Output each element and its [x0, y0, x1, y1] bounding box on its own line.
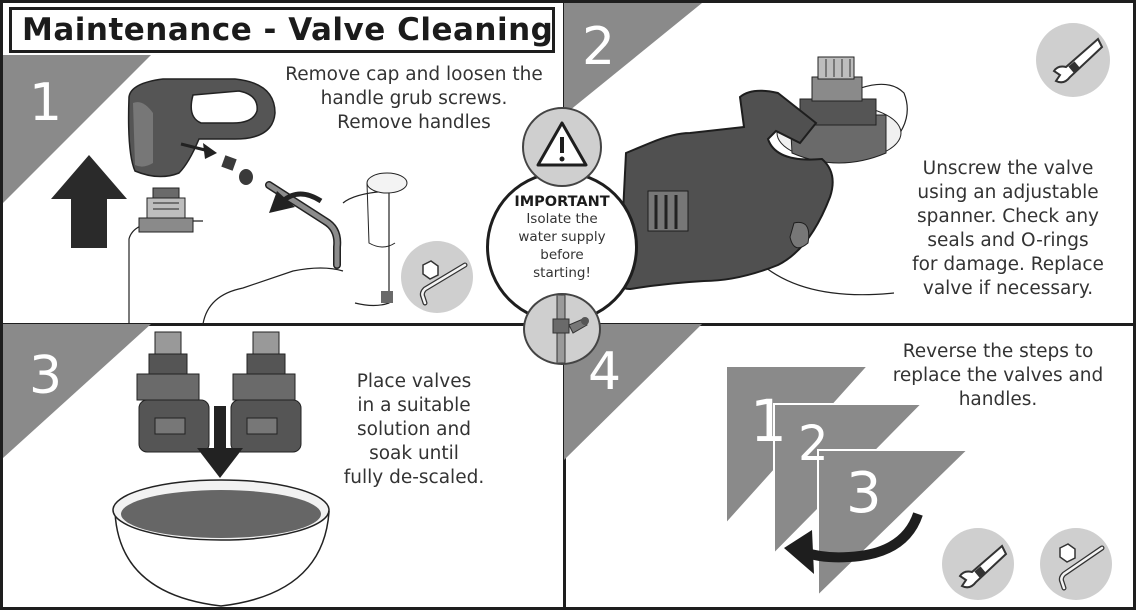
step-3-line: Place valves — [356, 371, 472, 392]
step-3-panel: 3 Place valves in a suitable solution an… — [3, 324, 564, 610]
adjustable-spanner-tool — [618, 89, 834, 291]
tap-handle — [127, 78, 276, 178]
step-1-line: Remove cap and loosen the — [285, 64, 543, 85]
curved-arrow-icon — [784, 512, 923, 574]
adjustable-spanner-icon — [942, 528, 1014, 600]
step-3-instructions: Place valves in a suitable solution and … — [319, 370, 509, 490]
important-heading: IMPORTANT — [514, 194, 610, 210]
step-2-panel: 2 Unscrew the valve using an adjustable … — [564, 3, 1136, 324]
soaking-bowl — [112, 479, 330, 607]
tap-icon — [523, 293, 601, 365]
step-2-line: Unscrew the valve — [922, 158, 1094, 179]
arrow-down-icon — [197, 406, 243, 478]
important-line: before — [540, 247, 584, 263]
warning-icon — [522, 107, 602, 187]
step-4-line: replace the valves and — [892, 365, 1104, 386]
step-2-line: seals and O-rings — [927, 230, 1089, 251]
valve-stub — [138, 187, 194, 233]
step-2-line: for damage. Replace — [912, 254, 1104, 275]
sequence-label-3: 3 — [846, 461, 882, 526]
step-4-illustration — [564, 324, 971, 599]
important-line: starting! — [533, 265, 591, 281]
important-line: Isolate the — [526, 211, 598, 227]
step-3-number: 3 — [29, 346, 63, 406]
valve-right — [230, 331, 302, 453]
step-2-number: 2 — [582, 17, 616, 77]
step-2-line: using an adjustable — [917, 182, 1099, 203]
important-body: Isolate the water supply before starting… — [489, 210, 635, 282]
step-1-panel: 1 Remove cap and loosen the handle grub … — [3, 3, 564, 324]
step-2-line: valve if necessary. — [922, 278, 1094, 299]
step-4-line: Reverse the steps to — [902, 341, 1094, 362]
step-2-illustration — [564, 3, 908, 296]
step-3-line: soak until — [369, 443, 459, 464]
step-2-line: spanner. Check any — [916, 206, 1100, 227]
step-1-line: Remove handles — [337, 112, 491, 133]
step-4-line: handles. — [958, 389, 1038, 410]
allen-key-icon — [1040, 528, 1112, 600]
sequence-label-1: 1 — [750, 387, 787, 455]
adjustable-spanner-icon — [1036, 23, 1110, 97]
step-1-number: 1 — [29, 73, 63, 133]
allen-key-tool — [265, 181, 342, 269]
step-3-line: solution and — [357, 419, 471, 440]
arrow-up-icon — [51, 155, 127, 248]
page-title: Maintenance - Valve Cleaning — [22, 12, 554, 48]
allen-key-icon — [401, 241, 473, 313]
grub-screw-arrow — [180, 142, 217, 159]
curved-arrow-icon — [269, 191, 323, 213]
step-4-instructions: Reverse the steps to replace the valves … — [880, 340, 1116, 412]
step-3-illustration — [3, 324, 330, 607]
step-1-line: handle grub screws. — [320, 88, 508, 109]
step-4-number: 4 — [588, 342, 622, 402]
step-4-panel: 1 2 3 4 Reverse the steps to replace the… — [564, 324, 1136, 610]
step-3-line: fully de-scaled. — [343, 467, 485, 488]
step-1-instructions: Remove cap and loosen the handle grub sc… — [273, 63, 555, 135]
step-2-instructions: Unscrew the valve using an adjustable sp… — [892, 157, 1124, 301]
step-3-line: in a suitable — [357, 395, 471, 416]
step-1-illustration — [3, 55, 408, 324]
sequence-label-2: 2 — [798, 416, 829, 472]
valve-left — [136, 331, 210, 453]
title-box: Maintenance - Valve Cleaning — [9, 7, 555, 53]
important-line: water supply — [518, 229, 606, 245]
